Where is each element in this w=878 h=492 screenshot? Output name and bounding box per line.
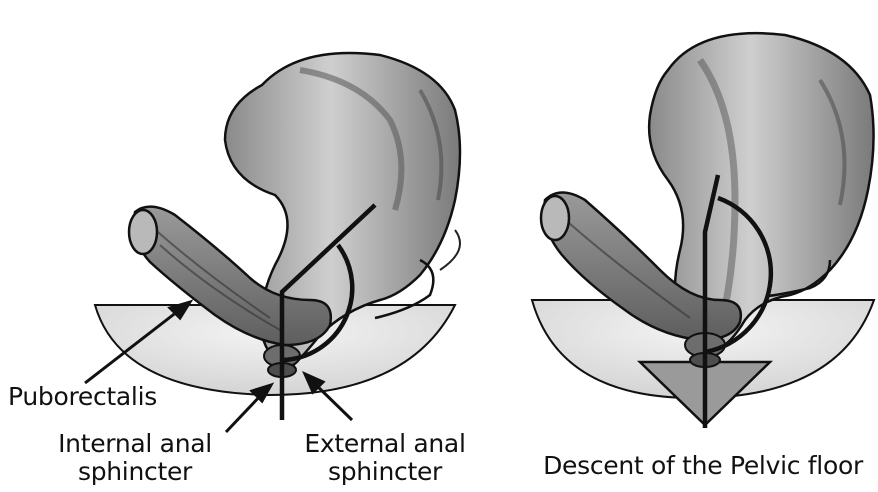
normal-pelvic-floor-illustration [85, 53, 460, 432]
internal-anal-sphincter-label-line1: Internal anal [40, 430, 230, 458]
external-anal-sphincter-label-line2: sphincter [290, 458, 480, 486]
puborectalis-label: Puborectalis [8, 383, 157, 411]
internal-anal-sphincter-label-line2: sphincter [40, 458, 230, 486]
descent-of-pelvic-floor-label: Descent of the Pelvic floor [532, 452, 874, 480]
descended-pelvic-floor-illustration [532, 33, 874, 428]
external-anal-sphincter-label-line1: External anal [290, 430, 480, 458]
